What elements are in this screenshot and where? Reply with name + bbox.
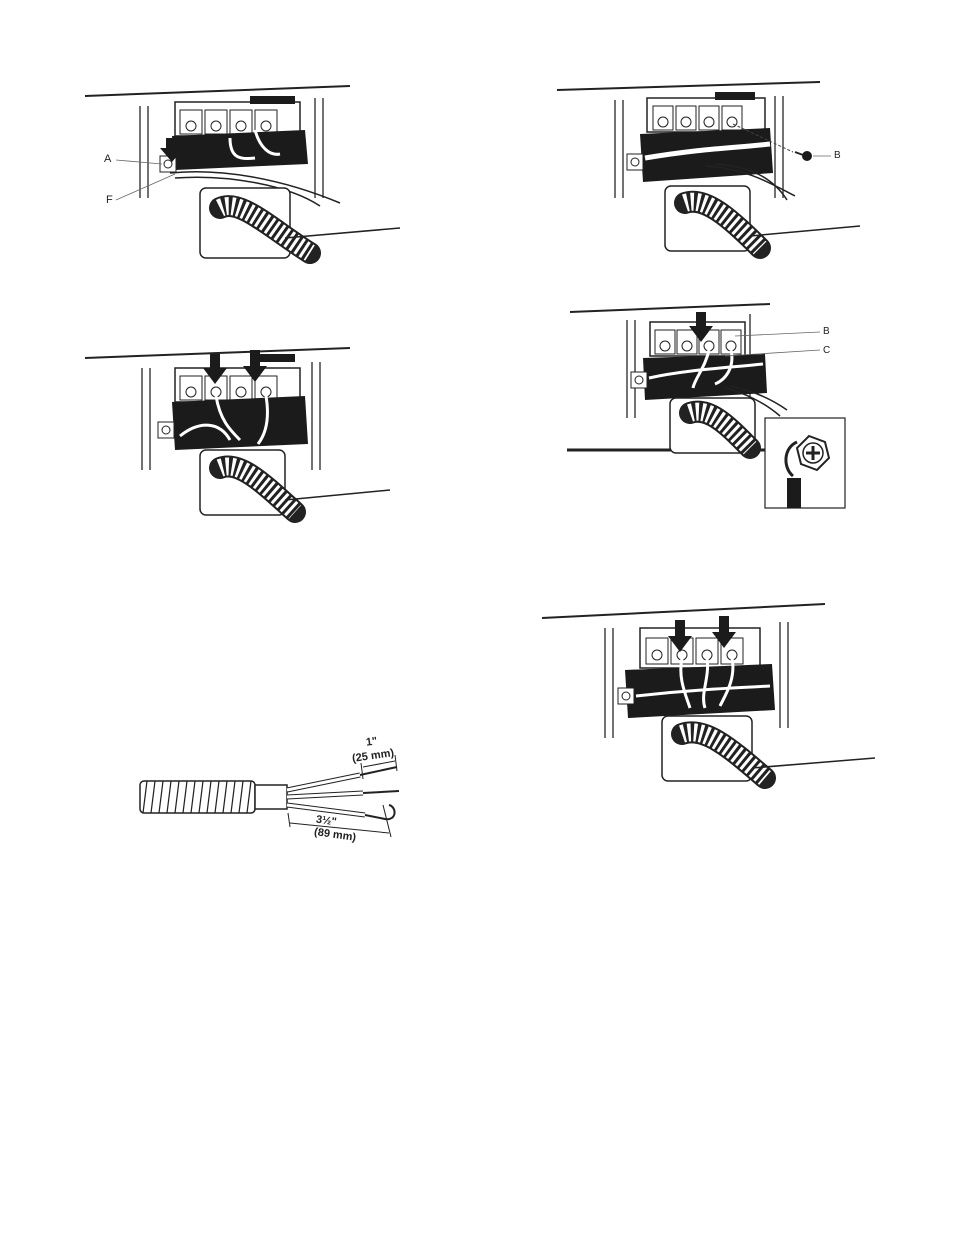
figure-5-wire-strip-diagram [139, 754, 400, 838]
dimension-lines [287, 754, 398, 838]
terminal-screw-icon [652, 105, 743, 131]
ground-screw-icon [634, 375, 644, 385]
terminal-panel [84, 347, 391, 523]
terminal-panel [567, 303, 788, 459]
callout-c: C [823, 345, 831, 356]
figure-3-wiring-diagram [84, 347, 391, 523]
arrow-down-icon [712, 616, 736, 648]
strip-short-length: 1" [365, 735, 379, 749]
ground-screw-icon [795, 434, 831, 472]
terminal-panel [541, 603, 876, 789]
callout-a: A [104, 153, 112, 165]
figure-6-wiring-diagram [541, 603, 876, 789]
ground-screw-icon [163, 159, 173, 169]
stripped-wires [286, 766, 400, 821]
terminal-panel [556, 81, 861, 259]
figure-1-wiring-diagram [84, 85, 401, 264]
terminal-screw-icon [179, 375, 278, 401]
callout-b: B [834, 150, 841, 161]
terminal-panel [84, 85, 401, 264]
arrow-down-icon [203, 354, 227, 384]
arrow-down-icon [243, 350, 267, 382]
terminal-screw-icon [654, 329, 742, 355]
ground-screw-detail-inset [764, 417, 846, 509]
flexible-conduit [139, 780, 288, 814]
terminal-screw-icon [179, 109, 278, 135]
ground-screw-icon [630, 157, 640, 167]
figure-4-wiring-diagram [567, 303, 846, 509]
figure-2-wiring-diagram [556, 81, 861, 259]
ground-screw-icon [161, 425, 171, 435]
callout-b-fig4: B [823, 326, 830, 337]
callout-f: F [106, 194, 113, 206]
arrow-down-icon [160, 138, 184, 162]
arrow-down-icon [668, 620, 692, 652]
ground-screw-icon [794, 151, 812, 161]
ground-screw-icon [621, 691, 631, 701]
arrow-down-icon [689, 312, 713, 342]
